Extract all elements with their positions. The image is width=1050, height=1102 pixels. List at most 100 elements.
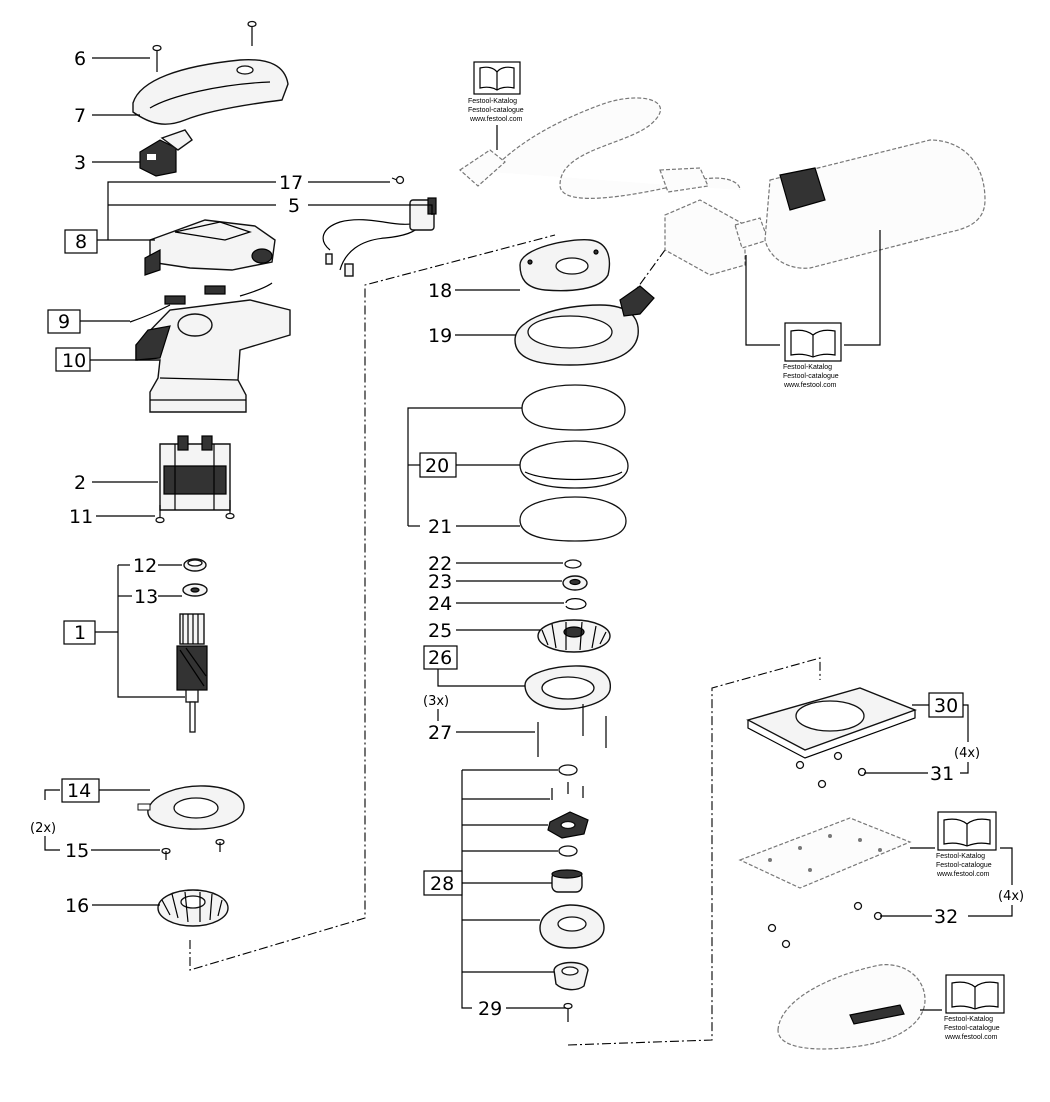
label-15: 15	[65, 840, 89, 862]
screws-31	[795, 751, 867, 789]
label-22: 22	[428, 553, 452, 575]
motor-housing-10	[135, 299, 291, 413]
label-28: 28	[430, 873, 454, 895]
label-29: 29	[478, 998, 502, 1020]
fan-plate-14	[137, 785, 245, 830]
rotor-1	[176, 613, 208, 733]
catalog-top-line3: www.festool.com	[469, 116, 523, 123]
springs-9	[129, 282, 273, 323]
label-20-box	[419, 452, 457, 478]
label-8-box	[64, 229, 98, 254]
ring-20-mid	[519, 440, 629, 489]
catalog-ref-plate: Festool-Katalog Festool-catalogue www.fe…	[936, 811, 997, 878]
catalog-shroud-line1: Festool-Katalog	[944, 1016, 993, 1023]
perforated-plate	[738, 817, 912, 889]
label-20: 20	[425, 455, 449, 477]
catalog-ref-shroud: Festool-Katalog Festool-catalogue www.fe…	[944, 974, 1005, 1041]
label-10-box	[55, 347, 91, 372]
quantity-3x: (3x)	[423, 694, 449, 709]
label-7: 7	[74, 105, 86, 127]
housing-8	[144, 219, 276, 276]
label-26-box	[423, 645, 458, 670]
catalog-battery-line3: www.festool.com	[783, 382, 837, 389]
catalog-plate-line2: Festool-catalogue	[936, 862, 992, 869]
cable-5	[322, 197, 437, 277]
bearing-28	[551, 869, 583, 893]
catalog-ref-top: Festool-Katalog Festool-catalogue www.fe…	[468, 61, 524, 123]
catalog-battery-line2: Festool-catalogue	[783, 373, 839, 380]
label-1: 1	[74, 622, 86, 644]
screws-28	[551, 782, 584, 800]
power-cable	[459, 97, 741, 199]
screw-6	[152, 20, 257, 72]
washer-28a	[558, 764, 578, 776]
stator-2	[159, 435, 231, 511]
screw-29	[563, 1002, 573, 1022]
dust-shroud	[777, 964, 926, 1050]
label-11: 11	[69, 506, 93, 528]
washer-22	[564, 559, 582, 569]
fan-25	[537, 619, 611, 653]
label-3: 3	[74, 152, 86, 174]
quantity-4x-a: (4x)	[954, 746, 980, 761]
eccentric-28	[553, 961, 589, 991]
label-23: 23	[428, 571, 452, 593]
label-31: 31	[930, 763, 954, 785]
catalog-ref-battery: Festool-Katalog Festool-catalogue www.fe…	[783, 322, 842, 389]
cover-7	[132, 59, 289, 125]
label-25: 25	[428, 620, 452, 642]
plug-assembly	[664, 199, 769, 276]
label-30: 30	[934, 695, 958, 717]
label-2: 2	[74, 472, 86, 494]
label-24: 24	[428, 593, 452, 615]
ring-28	[558, 845, 578, 857]
label-30-box	[928, 692, 964, 718]
label-8: 8	[75, 231, 87, 253]
holder-28	[547, 811, 589, 839]
catalog-plate-line1: Festool-Katalog	[936, 853, 985, 860]
label-19: 19	[428, 325, 452, 347]
label-32: 32	[934, 906, 958, 928]
screw-17	[391, 175, 405, 185]
battery-pack	[764, 139, 986, 269]
catalog-top-line2: Festool-catalogue	[468, 107, 524, 114]
catalog-top-line1: Festool-Katalog	[468, 98, 517, 105]
switch-3	[139, 129, 193, 177]
quantity-2x: (2x)	[30, 821, 56, 836]
bearing-13	[182, 583, 208, 597]
label-1-box	[63, 620, 96, 645]
leader-lines	[44, 57, 1013, 1011]
label-17: 17	[279, 172, 303, 194]
label-9: 9	[58, 311, 70, 333]
plate-18	[519, 239, 611, 292]
label-9-box	[47, 309, 81, 334]
ring-21	[519, 496, 627, 542]
label-13: 13	[134, 586, 158, 608]
label-12: 12	[133, 555, 157, 577]
catalog-battery-line1: Festool-Katalog	[783, 364, 832, 371]
label-14: 14	[67, 780, 91, 802]
screws-32	[767, 901, 883, 949]
base-19	[514, 285, 655, 366]
circlip-24	[565, 598, 587, 610]
fan-16	[157, 889, 229, 927]
catalog-shroud-line3: www.festool.com	[944, 1034, 998, 1041]
label-6: 6	[74, 48, 86, 70]
sanding-pad-30	[746, 687, 917, 759]
ring-20-top	[521, 384, 626, 431]
flange-28	[539, 904, 605, 949]
screws-27	[537, 704, 607, 757]
label-18: 18	[428, 280, 452, 302]
label-16: 16	[65, 895, 89, 917]
label-21: 21	[428, 516, 452, 538]
label-14-box	[61, 778, 100, 803]
bearing-12	[183, 558, 207, 572]
quantity-4x-b: (4x)	[998, 889, 1024, 904]
screws-15	[161, 838, 225, 860]
screws-11	[155, 500, 235, 524]
bearing-23	[562, 575, 588, 591]
label-28-box	[423, 870, 463, 896]
seal-26	[524, 665, 612, 710]
catalog-plate-line3: www.festool.com	[936, 871, 990, 878]
